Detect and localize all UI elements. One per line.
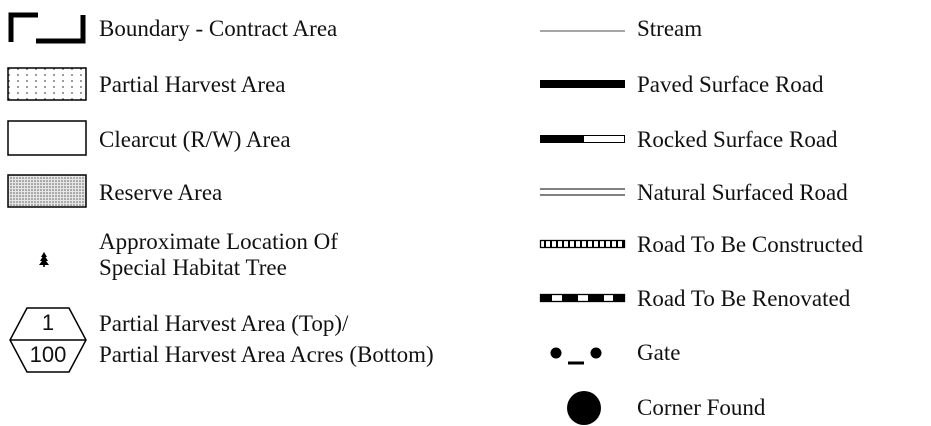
legend-label-road-renovate: Road To Be Renovated bbox=[637, 286, 851, 311]
double-line-icon bbox=[540, 188, 625, 196]
dotted-box-icon bbox=[7, 67, 87, 101]
legend-label-natural-road: Natural Surfaced Road bbox=[637, 180, 848, 205]
hexagon-top-value: 1 bbox=[41, 310, 55, 335]
tree-icon bbox=[38, 252, 50, 267]
empty-box-icon bbox=[7, 120, 87, 156]
thick-line-icon bbox=[540, 80, 625, 88]
legend-label-habitat-tree-line2: Special Habitat Tree bbox=[99, 255, 287, 280]
boundary-bracket-icon bbox=[8, 12, 86, 44]
legend-label-paved-road: Paved Surface Road bbox=[637, 72, 824, 97]
legend-label-road-construct: Road To Be Constructed bbox=[637, 232, 864, 257]
legend-label-reserve: Reserve Area bbox=[99, 180, 223, 205]
legend-label-corner: Corner Found bbox=[637, 395, 766, 420]
legend-label-gate: Gate bbox=[637, 340, 681, 365]
filled-circle-icon bbox=[566, 390, 602, 426]
gate-icon bbox=[550, 344, 602, 366]
hexagon-bottom-value: 100 bbox=[29, 342, 67, 367]
dashed-road-icon bbox=[539, 293, 626, 303]
hexagon-label-icon: 1 100 bbox=[8, 306, 88, 374]
thin-line-icon bbox=[540, 29, 625, 33]
legend-label-stream: Stream bbox=[637, 16, 703, 41]
legend-label-boundary: Boundary - Contract Area bbox=[99, 16, 338, 41]
legend-label-clearcut: Clearcut (R/W) Area bbox=[99, 127, 291, 152]
legend-label-rocked-road: Rocked Surface Road bbox=[637, 127, 838, 152]
legend-label-partial-harvest: Partial Harvest Area bbox=[99, 72, 286, 97]
ticked-road-icon bbox=[539, 239, 626, 249]
half-solid-road-icon bbox=[540, 135, 625, 143]
legend-label-habitat-tree-line1: Approximate Location Of bbox=[99, 229, 338, 254]
dense-stipple-box-icon bbox=[7, 174, 87, 208]
legend-label-harvest-acres-line1: Partial Harvest Area (Top)/ bbox=[99, 311, 349, 336]
legend-label-harvest-acres-line2: Partial Harvest Area Acres (Bottom) bbox=[99, 342, 434, 367]
